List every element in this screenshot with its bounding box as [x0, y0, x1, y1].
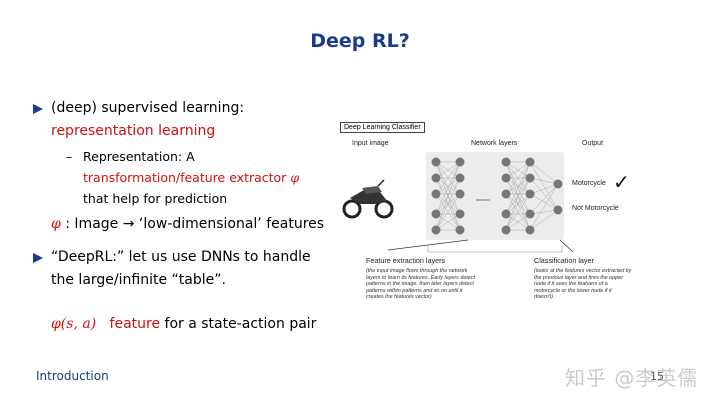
- sub-line1: Representation: A: [83, 149, 195, 164]
- output-label: Output: [582, 140, 604, 147]
- classifier-diagram: Deep Learning Classifier Input image Net…: [338, 118, 633, 318]
- bullet-triangle-icon: [33, 253, 43, 263]
- sub-line2-phi: φ: [290, 170, 300, 185]
- feature-line: φ(s, a) feature for a state-action pair: [51, 313, 316, 336]
- sub-line2-text: transformation/feature extractor: [83, 170, 287, 185]
- bullet-triangle-icon: [33, 104, 43, 114]
- footer-section: Introduction: [36, 369, 109, 383]
- motorcycle-image: [342, 179, 394, 219]
- bullet2-line2: the large/infinite “table”.: [51, 272, 226, 288]
- feature-extraction-title: Feature extraction layers: [366, 256, 446, 265]
- feature-rest: for a state-action pair: [164, 316, 317, 332]
- sub-line2: transformation/feature extractor φ: [83, 167, 299, 189]
- checkmark-icon: ✓: [613, 170, 630, 194]
- input-image-label: Input image: [352, 140, 389, 147]
- diagram-box-title: Deep Learning Classifier: [340, 122, 425, 133]
- feature-math: φ(s, a): [51, 316, 97, 332]
- bullet1-line2: representation learning: [51, 123, 216, 139]
- out-not-motorcycle: Not Motorcycle: [572, 205, 619, 212]
- classification-title: Classification layer: [534, 256, 594, 265]
- sub-dash: –: [66, 149, 73, 164]
- slide-title: Deep RL?: [310, 30, 410, 52]
- page-number: 15: [650, 370, 664, 383]
- watermark: 知乎 @李英儒: [565, 366, 699, 390]
- network-layers-label: Network layers: [471, 140, 518, 147]
- feature-extraction-desc: (the input image flows through the netwo…: [366, 268, 476, 301]
- phi-line: φ : Image → ‘low-dimensional’ features: [51, 213, 324, 236]
- network-graphic: [342, 152, 574, 253]
- sub-line3: that help for prediction: [83, 191, 228, 206]
- bullet1-line1: (deep) supervised learning:: [51, 100, 245, 116]
- out-motorcycle: Motorcycle: [572, 180, 606, 187]
- classification-desc: (looks at the features vector extracted …: [534, 268, 632, 301]
- phi-line-text: : Image → ‘low-dimensional’ features: [65, 216, 325, 232]
- phi-symbol: φ: [51, 216, 61, 232]
- bullet2-line1: “DeepRL:” let us use DNNs to handle: [51, 249, 311, 265]
- feature-word: feature: [109, 316, 161, 332]
